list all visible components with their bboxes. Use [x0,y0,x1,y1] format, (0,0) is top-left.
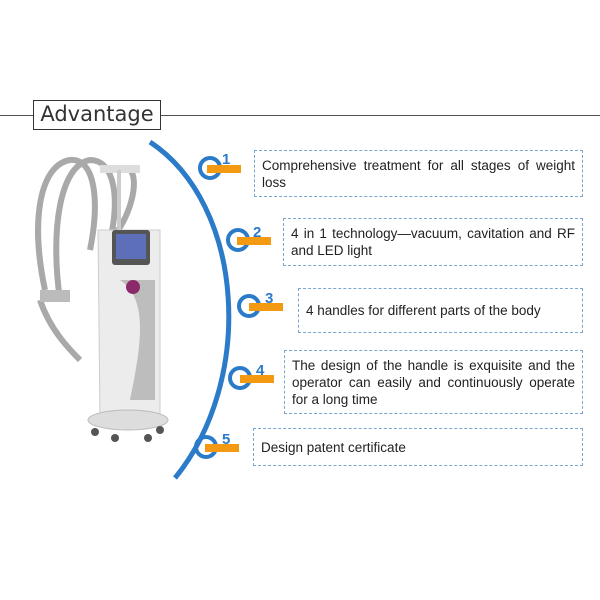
header-rule-left [0,115,33,116]
advantage-text: 4 handles for different parts of the bod… [306,303,541,318]
marker-number-5: 5 [222,431,231,448]
section-title: Advantage [33,100,161,130]
advantage-text: Design patent certificate [261,439,406,455]
marker-number-4: 4 [256,362,265,379]
advantage-item-4: The design of the handle is exquisite an… [284,350,583,414]
orange-tabs [205,165,283,452]
advantage-item-3: 4 handles for different parts of the bod… [298,288,583,333]
advantage-item-5: Design patent certificate [253,428,583,466]
marker-number-1: 1 [222,151,231,168]
machine-logo [126,280,140,294]
advantage-text: The design of the handle is exquisite an… [292,357,575,407]
advantage-item-1: Comprehensive treatment for all stages o… [254,150,583,197]
blue-arc [148,139,232,480]
marker-number-2: 2 [253,224,262,241]
advantage-text: 4 in 1 technology—vacuum, cavitation and… [291,226,575,258]
header-rule-right [161,115,600,116]
machine-rack [100,165,140,173]
advantage-item-2: 4 in 1 technology—vacuum, cavitation and… [283,218,583,266]
advantage-text: Comprehensive treatment for all stages o… [262,157,575,190]
marker-number-3: 3 [265,290,274,307]
